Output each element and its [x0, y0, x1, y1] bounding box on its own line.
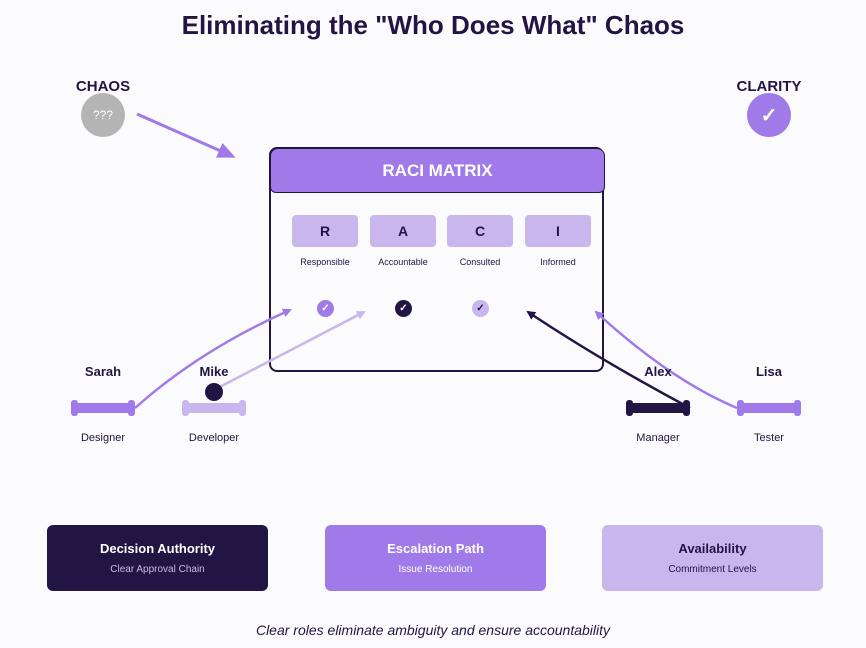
person-role-tester: Tester — [754, 432, 784, 444]
raci-box-c: C — [447, 215, 513, 247]
person-name-lisa: Lisa — [755, 364, 783, 379]
alex-figure-icon — [626, 400, 690, 416]
raci-label-consulted: Consulted — [459, 257, 501, 267]
person-name-alex: Alex — [644, 364, 672, 379]
card-subtitle: Commitment Levels — [668, 564, 757, 575]
sarah-arrow — [134, 308, 292, 409]
check-accountable-icon: ✓ — [395, 300, 412, 317]
raci-box-a: A — [370, 215, 436, 247]
raci-matrix: RACI MATRIX R A C I Responsible Accounta… — [269, 147, 605, 372]
person-name-sarah: Sarah — [84, 364, 122, 379]
person-role-developer: Developer — [188, 432, 240, 444]
lisa-arrow — [594, 310, 738, 410]
chaos-label: CHAOS — [75, 78, 131, 95]
card-escalation-path: Escalation Path Issue Resolution — [325, 525, 546, 591]
check-consulted-icon: ✓ — [472, 300, 489, 317]
alex-arrow — [526, 310, 691, 410]
lisa-figure-icon — [737, 400, 801, 416]
chaos-to-matrix-arrow — [136, 112, 236, 158]
raci-box-i: I — [525, 215, 591, 247]
clarity-label: CLARITY — [736, 78, 802, 95]
raci-label-responsible: Responsible — [300, 257, 350, 267]
card-subtitle: Issue Resolution — [398, 564, 473, 575]
card-availability: Availability Commitment Levels — [602, 525, 823, 591]
raci-matrix-title: RACI MATRIX — [270, 148, 605, 193]
card-subtitle: Clear Approval Chain — [110, 564, 205, 575]
checkmark-icon: ✓ — [747, 93, 791, 137]
person-role-manager: Manager — [636, 432, 680, 444]
raci-label-accountable: Accountable — [378, 257, 428, 267]
chaos-icon: ??? — [81, 93, 125, 137]
person-role-designer: Designer — [80, 432, 126, 444]
check-responsible-icon: ✓ — [317, 300, 334, 317]
page-title: Eliminating the "Who Does What" Chaos — [181, 10, 685, 40]
raci-label-informed: Informed — [540, 257, 576, 267]
card-title: Availability — [678, 541, 747, 556]
card-title: Escalation Path — [387, 541, 484, 556]
mike-arrow — [211, 310, 366, 393]
sarah-figure-icon — [71, 400, 135, 416]
card-title: Decision Authority — [99, 541, 216, 556]
card-decision-authority: Decision Authority Clear Approval Chain — [47, 525, 268, 591]
mike-figure-icon — [182, 400, 246, 416]
footer-caption: Clear roles eliminate ambiguity and ensu… — [255, 622, 611, 638]
raci-box-r: R — [292, 215, 358, 247]
person-name-mike: Mike — [199, 364, 229, 379]
mike-head-icon — [205, 383, 223, 401]
